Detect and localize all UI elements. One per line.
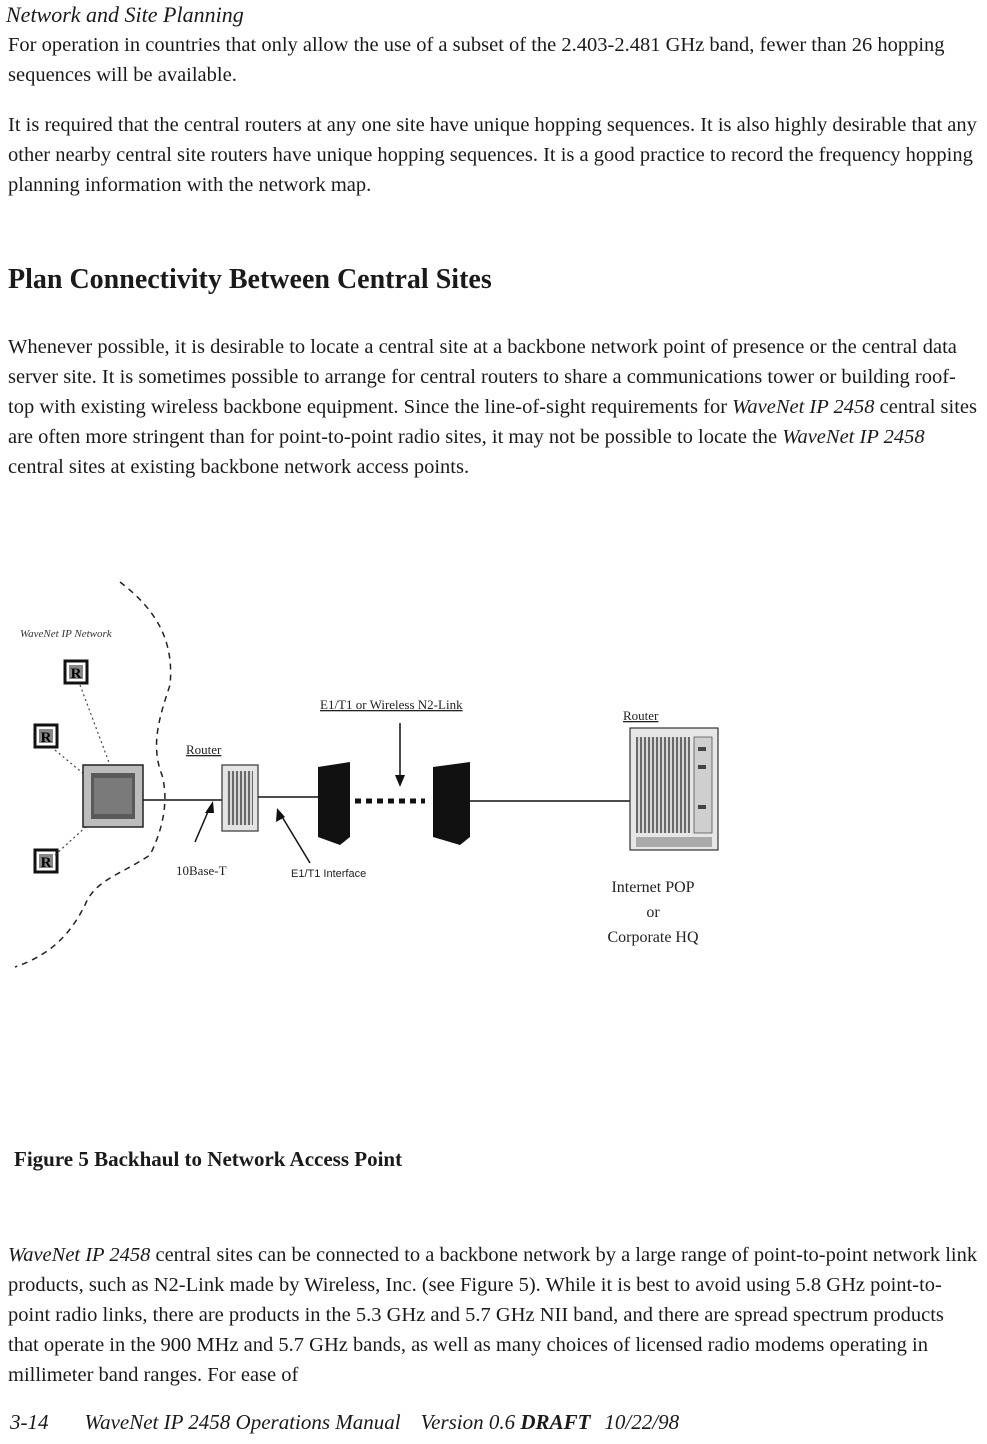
remote-router-1: R [63, 659, 89, 685]
router-right-label: Router [623, 708, 659, 723]
page-footer: 3-14 WaveNet IP 2458 Operations Manual Ver… [10, 1410, 679, 1435]
para3-product-1: WaveNet IP 2458 [732, 396, 875, 418]
paragraph-unique-sequences: It is required that the central routers … [8, 114, 977, 196]
paragraph-hopping-subset: For operation in countries that only all… [8, 34, 945, 86]
paragraph-connectivity: Whenever possible, it is desirable to lo… [8, 332, 978, 482]
footer-draft: DRAFT [520, 1410, 591, 1434]
backhaul-diagram: WaveNet IP Network R R R Router 10Base-T [14, 581, 719, 968]
remote-router-2: R [33, 723, 59, 749]
modem-left-icon [318, 762, 350, 845]
footer-page-number: 3-14 [10, 1410, 49, 1434]
footer-manual-title: WaveNet IP 2458 Operations Manual [84, 1410, 401, 1434]
para3-text-2: central sites are often more stringent t… [8, 396, 977, 448]
router-right-icon [629, 727, 719, 851]
network-label: WaveNet IP Network [20, 628, 113, 640]
base-t-label: 10Base-T [176, 863, 227, 878]
para4-text: central sites can be connected to a back… [8, 1244, 978, 1386]
footer-version: Version 0.6 [420, 1410, 516, 1434]
router-left-label: Router [186, 742, 222, 757]
svg-text:R: R [41, 855, 52, 871]
para3-product-2: WaveNet IP 2458 [782, 426, 925, 448]
paragraph-backhaul-products: WaveNet IP 2458 central sites can be con… [8, 1240, 978, 1390]
interface-label: E1/T1 Interface [291, 868, 366, 880]
network-boundary [14, 581, 172, 968]
svg-text:R: R [71, 666, 82, 682]
para3-text-3: central sites at existing backbone netwo… [8, 456, 470, 478]
pop-line-2: or [646, 904, 660, 921]
pop-line-3: Corporate HQ [607, 929, 699, 946]
interface-arrow [280, 814, 311, 864]
remote-router-3: R [33, 848, 59, 874]
footer-date: 10/22/98 [604, 1410, 680, 1434]
section-title: Plan Connectivity Between Central Sites [8, 264, 492, 295]
modem-right-icon [433, 762, 470, 845]
para3-text-1: Whenever possible, it is desirable to lo… [8, 336, 957, 418]
figure-caption: Figure 5 Backhaul to Network Access Poin… [14, 1147, 403, 1171]
para4-product: WaveNet IP 2458 [8, 1244, 151, 1266]
wavenet-central-unit [82, 764, 144, 828]
router-left-icon [221, 764, 259, 832]
svg-text:R: R [41, 730, 52, 746]
link-label: E1/T1 or Wireless N2-Link [320, 697, 463, 712]
running-head: Network and Site Planning [6, 2, 244, 27]
pop-line-1: Internet POP [611, 879, 694, 896]
